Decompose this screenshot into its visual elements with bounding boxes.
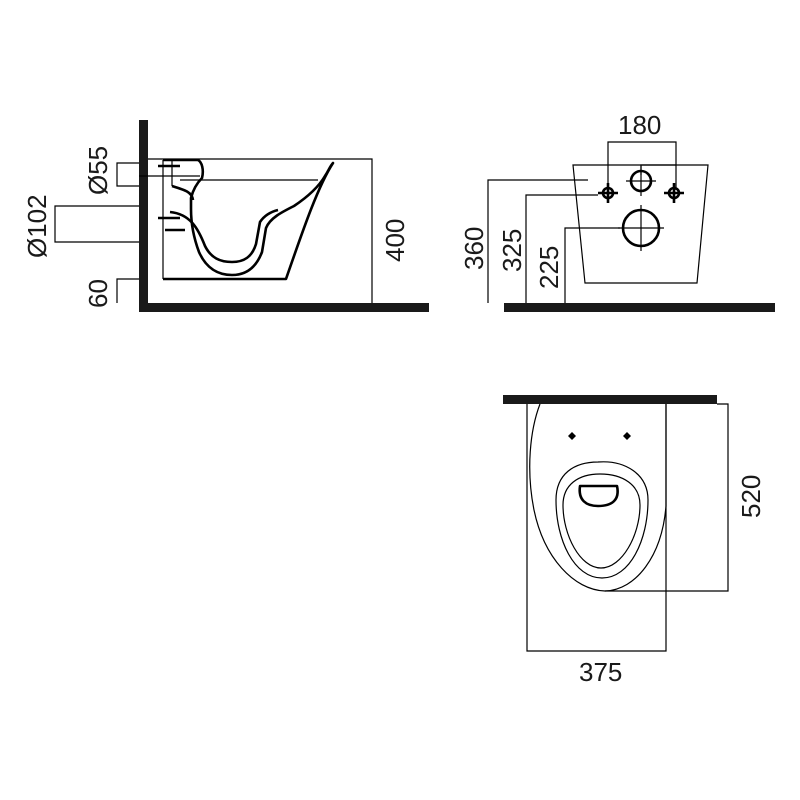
trap-inner (169, 184, 279, 264)
label-225: 225 (534, 246, 564, 289)
dim-375-line (526, 404, 667, 652)
outlet-hole (618, 205, 664, 251)
label-180: 180 (618, 110, 661, 140)
dim-225-line (564, 227, 620, 303)
dim-360-line (487, 179, 588, 303)
rear-floor (504, 303, 775, 312)
label-360: 360 (459, 227, 489, 270)
inlet-hole (626, 166, 656, 196)
dim-180-line (607, 141, 677, 190)
label-d102: Ø102 (22, 194, 52, 258)
fixing-hole-right (664, 183, 684, 203)
pipe-55-outline (116, 162, 139, 187)
label-d55: Ø55 (83, 146, 113, 195)
label-325: 325 (497, 229, 527, 272)
side-wall (139, 120, 148, 312)
top-bowl-opening (562, 473, 641, 569)
top-pan-outline (529, 403, 667, 592)
top-view: 520 375 (503, 395, 766, 687)
label-400: 400 (380, 219, 410, 262)
top-outlet (578, 484, 619, 508)
side-floor (139, 303, 429, 312)
dim-325-line (525, 194, 598, 303)
pipe-102-outline (54, 205, 139, 243)
top-wall (503, 395, 717, 404)
label-520: 520 (736, 475, 766, 518)
bowl-body (163, 158, 335, 281)
label-375: 375 (579, 657, 622, 687)
label-60: 60 (83, 279, 113, 308)
mount-mark-right (623, 432, 631, 440)
dim-400-frame (148, 158, 373, 303)
mount-mark-left (568, 432, 576, 440)
fixing-hole-left (598, 183, 618, 203)
rear-view: 180 360 325 225 (459, 110, 775, 312)
top-seat-outer (555, 461, 649, 579)
dim-60-box (116, 278, 139, 303)
side-view: Ø55 Ø102 60 400 (22, 120, 429, 312)
